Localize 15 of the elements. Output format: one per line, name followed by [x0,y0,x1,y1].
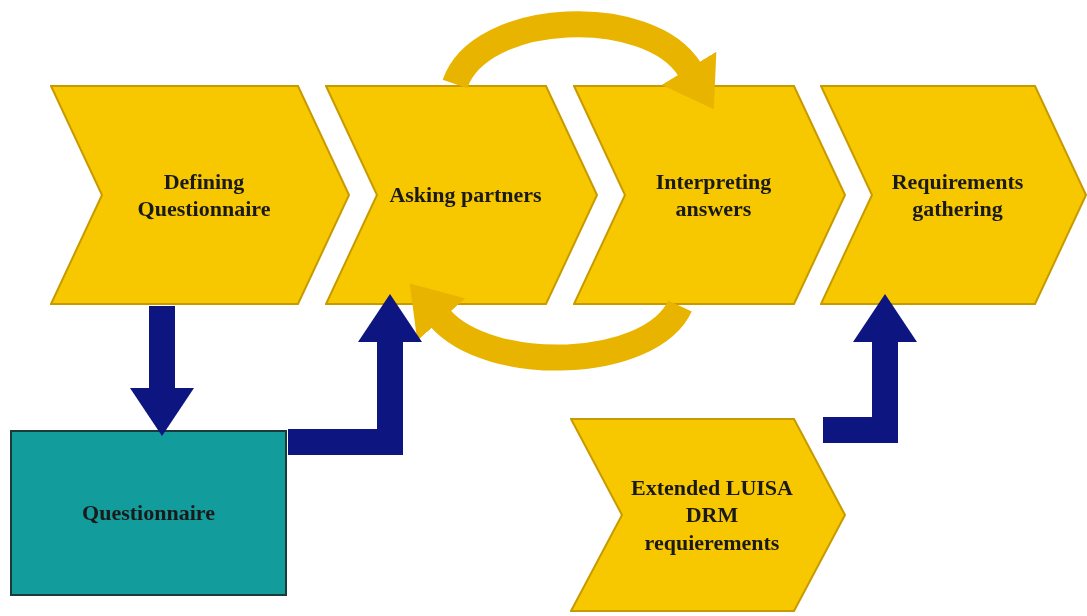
step-label: Extended LUISA DRM requierements [630,473,794,557]
block-arrow [823,294,917,443]
block-arrow [130,306,194,436]
chevron-step [820,85,1087,305]
block-arrow [288,294,422,455]
chevron-step [325,85,598,305]
step-label: Defining Questionnaire [136,167,272,223]
step-label: Interpreting answers [654,167,773,223]
chevron-step [573,85,846,305]
step-label: Asking partners [389,181,542,209]
step-label: Requirements gathering [890,167,1025,223]
chevron-step [50,85,350,305]
step-label: Questionnaire [82,499,215,527]
chevron-step [570,418,846,612]
process-box [10,430,287,596]
